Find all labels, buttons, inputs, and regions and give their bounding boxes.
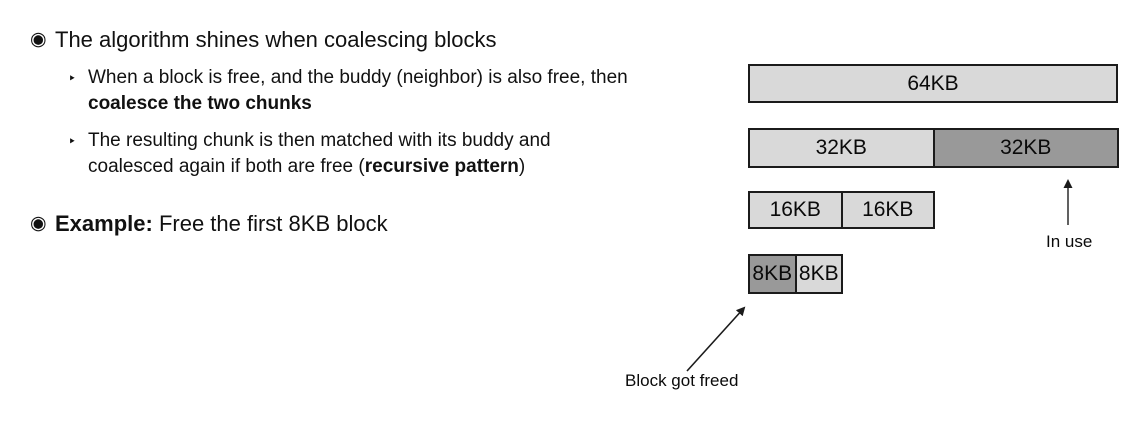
subbullet-recursive-text: The resulting chunk is then matched with… — [88, 130, 551, 177]
block-freed-arrow — [686, 306, 746, 372]
bullet-example: ◉ Example: Free the first 8KB block — [30, 210, 675, 238]
memory-row-16kb: 16KB 16KB — [748, 191, 935, 229]
block-freed-label: Block got freed — [625, 371, 739, 390]
memory-row-64kb: 64KB — [748, 64, 1118, 103]
memory-row-8kb: 8KB 8KB — [748, 254, 843, 294]
block-32kb-free: 32KB — [750, 130, 933, 166]
bullet-coalescing-text: The algorithm shines when coalescing blo… — [55, 27, 497, 52]
fisheye-bullet-icon: ◉ — [30, 213, 47, 234]
subbullet-buddy-free-text: When a block is free, and the buddy (nei… — [88, 67, 628, 114]
block-8kb-freed: 8KB — [750, 256, 795, 292]
bullet-example-text: Example: Free the first 8KB block — [55, 211, 388, 236]
subbullet-buddy-free: ‣ When a block is free, and the buddy (n… — [68, 65, 638, 117]
block-8kb-free: 8KB — [794, 256, 841, 292]
memory-row-32kb: 32KB 32KB — [748, 128, 1119, 168]
triangle-bullet-icon: ‣ — [68, 70, 77, 86]
fisheye-bullet-icon: ◉ — [30, 29, 47, 50]
block-16kb-left: 16KB — [750, 193, 841, 227]
block-32kb-in-use: 32KB — [932, 130, 1117, 166]
slide-text-column: ◉ The algorithm shines when coalescing b… — [30, 26, 675, 238]
triangle-bullet-icon: ‣ — [68, 133, 77, 149]
bullet-coalescing: ◉ The algorithm shines when coalescing b… — [30, 26, 675, 54]
in-use-label: In use — [1046, 232, 1093, 251]
block-64kb-free: 64KB — [750, 66, 1116, 101]
block-16kb-right: 16KB — [840, 193, 933, 227]
subbullet-recursive: ‣ The resulting chunk is then matched wi… — [68, 128, 638, 180]
